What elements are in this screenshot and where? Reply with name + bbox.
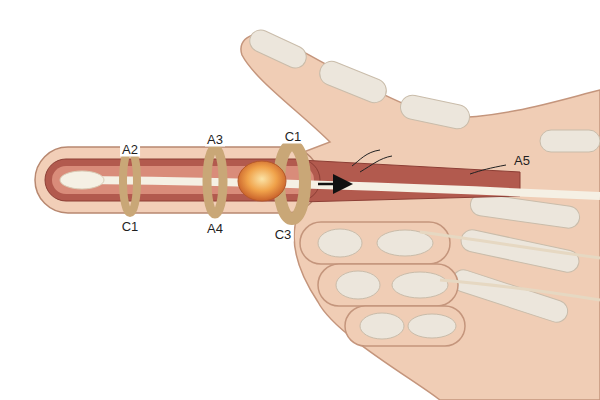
hand-outline [241,34,600,400]
pulley-label: A4 [205,221,225,236]
leader-line [352,150,506,174]
pulley-label: A5 [512,153,532,168]
tendons [420,232,600,300]
flexor-tendon [62,180,600,196]
pulley-label: C1 [283,129,304,144]
thumb-bones [246,26,472,131]
pulley-rings [123,145,305,219]
pulley-label: A3 [205,132,225,147]
movement-arrow [318,183,348,186]
pulley-label: A2 [120,142,140,157]
pulley-label: C3 [273,227,294,242]
finger-knuckles [318,229,456,339]
tendon-nodule [238,161,286,201]
pulley-label: C1 [120,219,141,234]
folded-fingers [300,222,465,346]
tendon-sheath [300,160,520,202]
tendon-insertion [60,171,104,189]
